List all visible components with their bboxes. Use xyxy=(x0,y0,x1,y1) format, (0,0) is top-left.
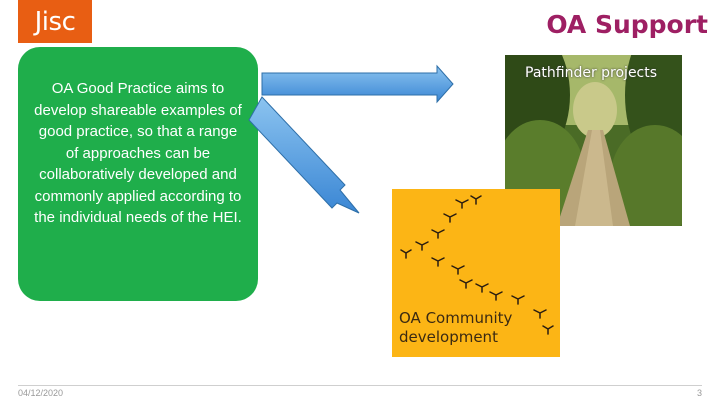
jisc-logo: Jisc xyxy=(18,0,92,43)
community-label-line2: development xyxy=(399,328,498,346)
flying-geese-icon xyxy=(400,195,554,335)
intro-text: OA Good Practice aims to develop shareab… xyxy=(34,80,242,226)
footer-divider xyxy=(18,385,702,386)
intro-text-box: OA Good Practice aims to develop shareab… xyxy=(18,47,258,301)
slide-title: OA Support xyxy=(546,10,708,39)
pathfinder-image: Pathfinder projects xyxy=(505,55,682,226)
arrow-to-pathfinder-icon xyxy=(261,64,454,104)
footer-date: 04/12/2020 xyxy=(18,388,64,398)
arrow-to-community-icon xyxy=(248,96,360,214)
community-label-line1: OA Community xyxy=(399,309,513,327)
community-label: OA Community development xyxy=(399,309,512,347)
page-number: 3 xyxy=(696,388,702,398)
community-image: OA Community development xyxy=(392,189,560,357)
pathfinder-label: Pathfinder projects xyxy=(525,65,658,81)
